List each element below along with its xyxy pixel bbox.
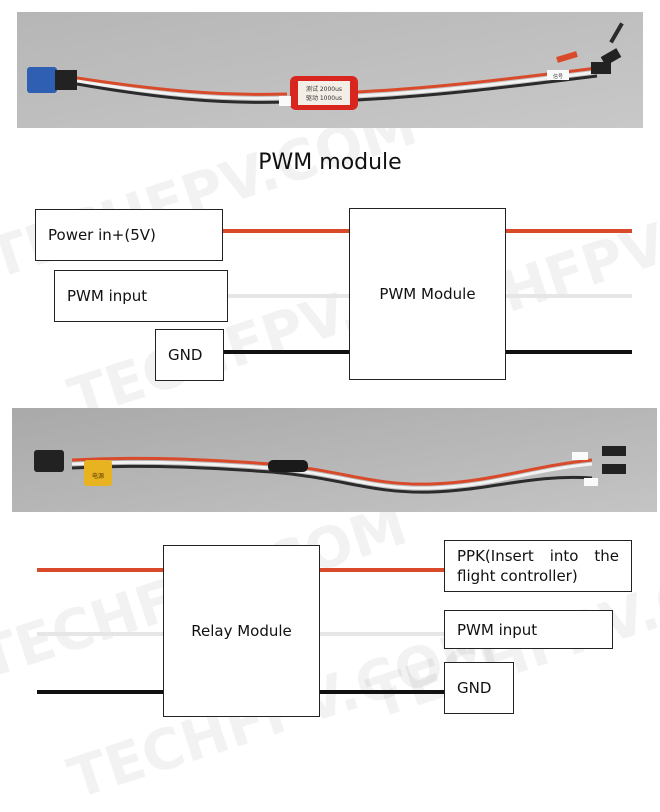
ppk-text-line2: flight controller) (457, 567, 578, 585)
photo-tag: 信号 (553, 73, 563, 80)
photo-label-line1: 测试 2000us (306, 85, 342, 93)
gnd-text: GND (168, 346, 203, 364)
relay-module-photo: 电源 (12, 408, 657, 512)
pwm-module-text: PWM Module (379, 285, 476, 303)
power-in-text: Power in+(5V) (48, 226, 156, 244)
relay-module-text: Relay Module (191, 622, 292, 640)
relay-black-wire-right (320, 690, 444, 694)
white-wire-right (506, 294, 632, 298)
black-wire-right (506, 350, 632, 354)
relay-white-wire-left (37, 632, 163, 636)
relay-gnd-label: GND (444, 662, 514, 714)
photo-label-line2: 驱动 1000us (306, 95, 342, 102)
pwm-module-box: PWM Module (349, 208, 506, 380)
relay-white-wire-right (320, 632, 444, 636)
white-wire-left (228, 294, 349, 298)
pwm-input-text: PWM input (67, 287, 148, 305)
ppk-label: PPK(Insert into the flight controller) (444, 540, 632, 592)
red-wire-right (506, 229, 632, 233)
relay-red-wire-right (320, 568, 444, 572)
red-wire-left (223, 229, 349, 233)
relay-pwm-input-text: PWM input (457, 620, 538, 639)
relay-photo-tag: 电源 (92, 472, 104, 480)
pwm-module-photo: 测试 2000us 驱动 1000us 信号 (17, 12, 643, 128)
relay-red-wire-left (37, 568, 163, 572)
relay-gnd-text: GND (457, 679, 492, 697)
page-title: PWM module (258, 150, 402, 175)
gnd-label: GND (155, 329, 224, 381)
relay-black-wire-left (37, 690, 163, 694)
pwm-input-label: PWM input (54, 270, 228, 322)
ppk-text-line1: PPK(Insert into the (457, 547, 619, 565)
relay-pwm-input-label: PWM input (444, 610, 613, 649)
black-wire-left (224, 350, 349, 354)
relay-module-box: Relay Module (163, 545, 320, 717)
power-in-label: Power in+(5V) (35, 209, 223, 261)
